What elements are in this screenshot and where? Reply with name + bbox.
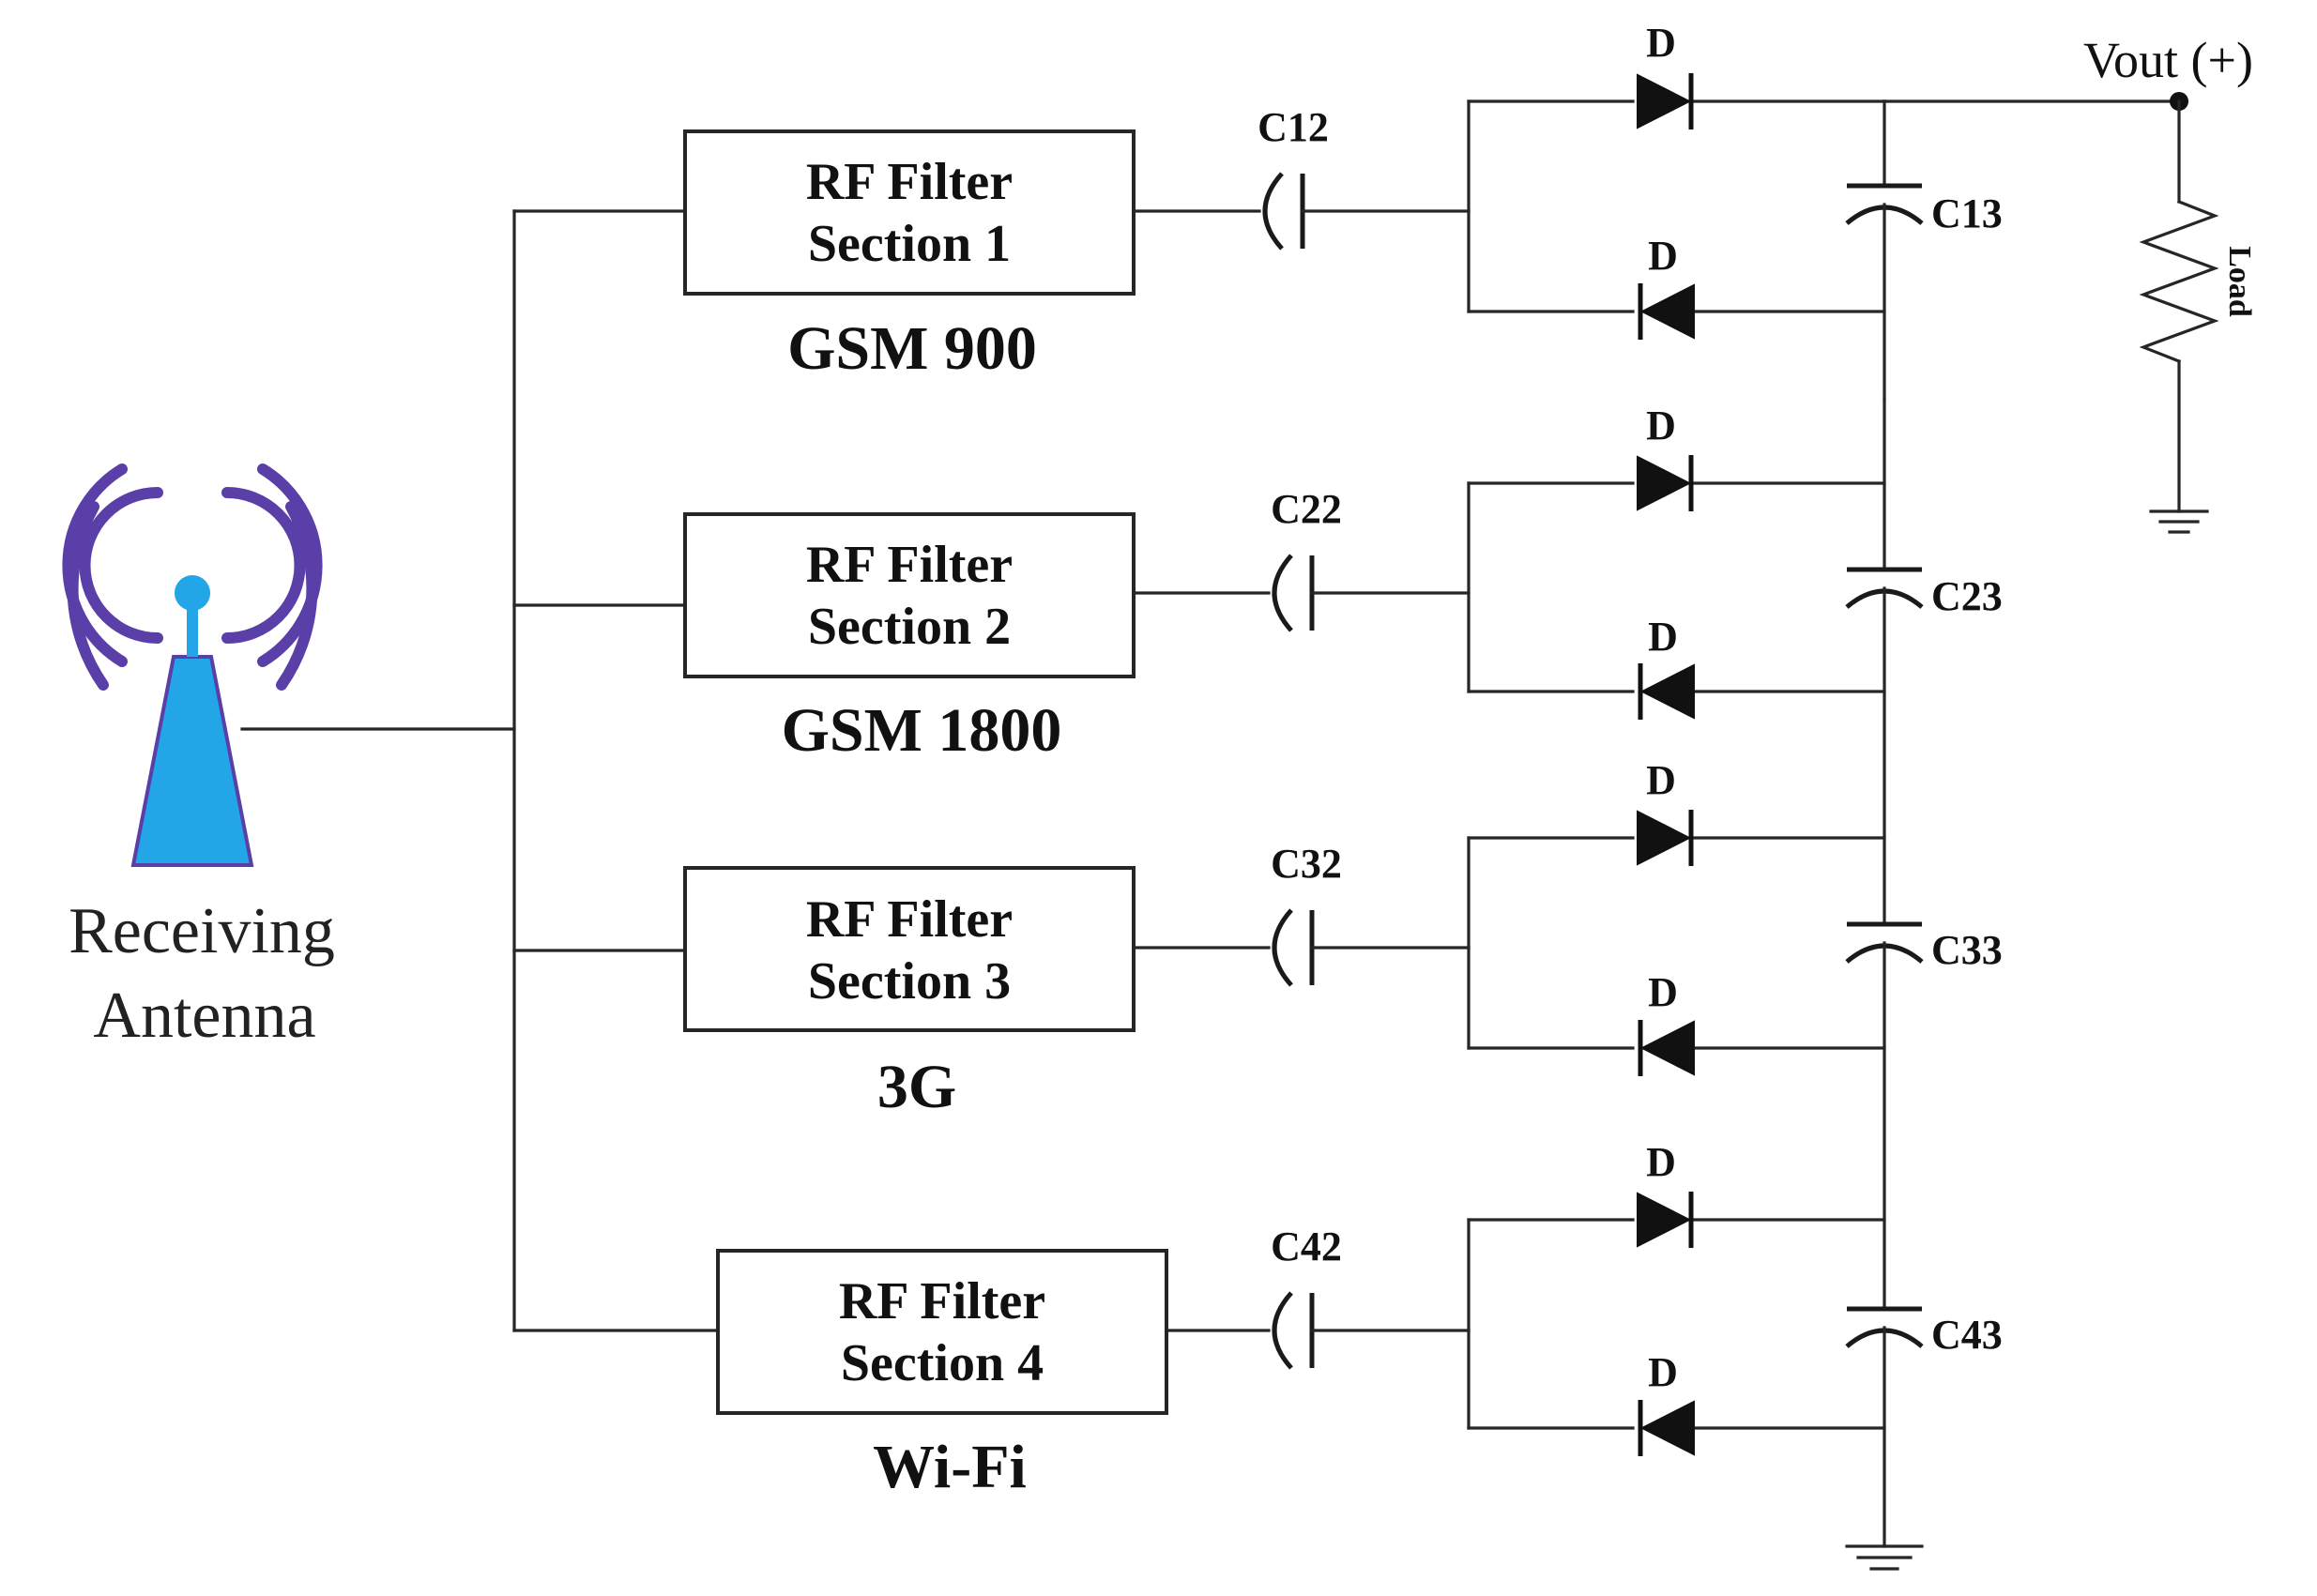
capacitor-icon — [1262, 172, 1305, 251]
antenna-waves — [62, 464, 323, 691]
rf-filter-1-section: Section 1 — [808, 215, 1011, 273]
diode-icon — [1637, 1192, 1694, 1248]
rf-filter-stage-2: RF Filter Section 2 GSM 1800 C22 D D — [683, 403, 1886, 765]
stack-cap-label-3: C33 — [1931, 927, 2003, 973]
stack-cap-label-1: C13 — [1931, 190, 2003, 236]
band-label-1: GSM 900 — [787, 314, 1037, 383]
output-stack: C13 C23 C33 C43 — [1845, 99, 2003, 1571]
antenna-tower-icon: Receiving Antenna — [62, 464, 335, 1052]
rf-filter-3-title: RF Filter — [806, 890, 1013, 949]
coupling-cap-label-2: C22 — [1271, 486, 1342, 532]
stack-cap-label-4: C43 — [1931, 1312, 2003, 1358]
coupling-cap-label-4: C42 — [1271, 1224, 1342, 1269]
antenna-bus — [240, 209, 720, 1332]
load-label: Load — [2222, 246, 2257, 317]
diode-icon — [1637, 73, 1694, 129]
rf-filter-1-title: RF Filter — [806, 153, 1013, 211]
ground-icon — [2149, 509, 2209, 534]
band-label-2: GSM 1800 — [782, 696, 1062, 765]
rf-filter-4-section: Section 4 — [841, 1334, 1044, 1392]
diode-icon — [1638, 1400, 1695, 1456]
diode-icon — [1638, 1020, 1695, 1076]
rf-filter-stage-1: RF Filter Section 1 GSM 900 C12 D D — [683, 20, 1886, 383]
rf-filter-2-title: RF Filter — [806, 536, 1013, 594]
capacitor-icon — [1272, 1291, 1315, 1370]
output-load: Vout (+) Load — [1883, 32, 2257, 534]
diode-label: D — [1648, 969, 1678, 1015]
coupling-cap-label-1: C12 — [1258, 104, 1329, 150]
diode-icon — [1637, 455, 1694, 511]
capacitor-icon — [1272, 908, 1315, 987]
rf-filter-4-title: RF Filter — [839, 1272, 1045, 1330]
antenna-label-line1: Receiving — [69, 895, 335, 967]
rf-filter-stage-3: RF Filter Section 3 3G C32 D D — [683, 757, 1886, 1121]
diode-label: D — [1646, 757, 1676, 803]
diode-icon — [1638, 283, 1695, 340]
diode-label: D — [1646, 403, 1676, 448]
diode-icon — [1638, 663, 1695, 720]
band-label-3: 3G — [877, 1053, 956, 1121]
rf-filter-stage-4: RF Filter Section 4 Wi-Fi C42 D D — [716, 1139, 1886, 1501]
rf-filter-box-3 — [683, 866, 1136, 1032]
capacitor-icon — [1272, 554, 1315, 632]
diode-icon — [1637, 810, 1694, 866]
diode-label: D — [1648, 233, 1678, 279]
rf-filter-box-2 — [683, 512, 1136, 678]
ground-icon — [1845, 1544, 1924, 1571]
rf-filter-2-section: Section 2 — [808, 598, 1011, 656]
diode-label: D — [1646, 1139, 1676, 1185]
rf-filter-3-section: Section 3 — [808, 952, 1011, 1011]
antenna-label-line2: Antenna — [93, 980, 315, 1052]
resistor-icon — [2139, 199, 2219, 364]
stack-cap-label-2: C23 — [1931, 573, 2003, 619]
vout-label: Vout (+) — [2083, 32, 2253, 88]
coupling-cap-label-3: C32 — [1271, 841, 1342, 887]
diode-label: D — [1648, 614, 1678, 660]
diode-label: D — [1648, 1349, 1678, 1395]
diode-label: D — [1646, 20, 1676, 66]
rf-filter-box-1 — [683, 129, 1136, 296]
rf-filter-box-4 — [716, 1249, 1168, 1415]
band-label-4: Wi-Fi — [873, 1433, 1027, 1501]
